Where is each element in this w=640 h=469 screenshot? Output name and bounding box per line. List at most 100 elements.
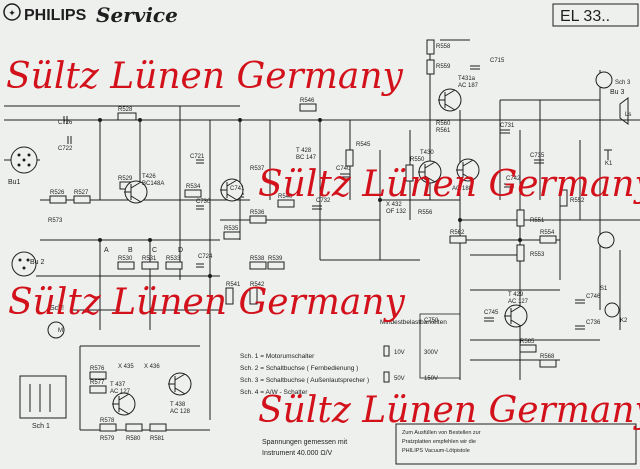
label-t431-type: AC 187 bbox=[458, 83, 479, 89]
label-node-d: D bbox=[178, 247, 183, 254]
label-r536: R536 bbox=[250, 210, 265, 216]
label-r527: R527 bbox=[74, 190, 89, 196]
label-r565: R565 bbox=[520, 339, 535, 345]
label-r539: R539 bbox=[268, 256, 283, 262]
philips-star-icon: ✦ bbox=[8, 8, 16, 18]
capacitor-legend-box bbox=[419, 313, 461, 379]
label-r556: R556 bbox=[418, 210, 433, 216]
label-r579: R579 bbox=[100, 436, 115, 442]
label-r568: R568 bbox=[540, 354, 555, 360]
label-c746: C746 bbox=[586, 294, 601, 300]
label-t426: T426 bbox=[142, 174, 156, 180]
label-r553: R553 bbox=[530, 252, 545, 258]
watermark-bottom: Sültz Lünen Germany bbox=[258, 390, 640, 431]
label-t431: T431a bbox=[458, 76, 476, 82]
label-c722: C722 bbox=[58, 146, 73, 152]
junction-dots bbox=[98, 118, 522, 278]
bu3-socket bbox=[595, 71, 613, 89]
label-t430: T430 bbox=[420, 150, 434, 156]
label-t426-type: BC148A bbox=[142, 181, 164, 187]
mindest-title: Mindestbelastbarkeiten bbox=[380, 319, 447, 326]
label-t429-type: AC 127 bbox=[508, 299, 529, 305]
label-x432-type: OF 132 bbox=[386, 209, 407, 215]
label-r552: R552 bbox=[570, 198, 585, 204]
label-c732: C732 bbox=[316, 198, 331, 204]
label-r528: R528 bbox=[118, 107, 133, 113]
label-sch1: Sch 1 bbox=[32, 423, 50, 430]
label-bu3: Bu 3 bbox=[610, 89, 625, 96]
label-r560: R560 bbox=[436, 121, 451, 127]
label-r531: R531 bbox=[142, 256, 157, 262]
label-r545: R545 bbox=[356, 142, 371, 148]
label-t437-type: AC 127 bbox=[110, 389, 131, 395]
label-node-b: B bbox=[128, 247, 133, 254]
label-r550: R550 bbox=[410, 157, 425, 163]
model-box bbox=[552, 3, 639, 27]
label-t429: T 429 bbox=[508, 292, 524, 298]
bu2-socket bbox=[11, 251, 37, 277]
label-x432: X 432 bbox=[386, 202, 402, 208]
label-r576: R576 bbox=[90, 366, 105, 372]
label-r533: R533 bbox=[166, 256, 181, 262]
label-r540: R540 bbox=[278, 194, 293, 200]
label-r578: R578 bbox=[100, 418, 115, 424]
label-300v: 300V bbox=[424, 350, 438, 356]
label-c742: C742 bbox=[506, 176, 521, 182]
label-c731: C731 bbox=[500, 123, 515, 129]
component-labels: Bu1 Bu 2 Bu 3 Sch 1 Sch! Sch 3 Ls M K1 K… bbox=[8, 44, 631, 442]
label-r526: R526 bbox=[50, 190, 65, 196]
label-bu1: Bu1 bbox=[8, 179, 21, 186]
label-c750: C750 bbox=[424, 318, 439, 324]
resistors bbox=[49, 39, 568, 432]
label-r558: R558 bbox=[436, 44, 451, 50]
note-box bbox=[395, 423, 637, 465]
motor-symbol bbox=[47, 321, 65, 339]
label-node-a: A bbox=[104, 247, 109, 254]
label-r541: R541 bbox=[226, 282, 241, 288]
switch-legend-3: Sch. 3 = Schaltbuchse ( Außenlautspreche… bbox=[240, 377, 369, 384]
label-x436: X 436 bbox=[144, 364, 160, 370]
label-r537: R537 bbox=[250, 166, 265, 172]
label-r538: R538 bbox=[250, 256, 265, 262]
label-m: M bbox=[58, 328, 63, 334]
label-ls: Ls bbox=[625, 112, 631, 118]
label-r562: R562 bbox=[450, 230, 465, 236]
transistors bbox=[112, 88, 528, 416]
label-t428-type: BC 147 bbox=[296, 155, 317, 161]
switch-legend-2: Sch. 2 = Schaltbuchse ( Fernbedienung ) bbox=[240, 365, 358, 372]
label-c736: C736 bbox=[586, 320, 601, 326]
label-k2: K2 bbox=[620, 318, 628, 324]
wiring bbox=[4, 39, 640, 431]
note-line-1: Zum Ausfüllen von Bestellen zur bbox=[402, 430, 481, 436]
label-r535: R535 bbox=[224, 226, 239, 232]
label-r577: R577 bbox=[90, 380, 105, 386]
label-50v: 50V bbox=[394, 376, 405, 382]
label-c740: C740 bbox=[336, 166, 351, 172]
label-node-c: C bbox=[152, 247, 157, 254]
label-s1: S1 bbox=[600, 286, 608, 292]
watermark-top: Sültz Lünen Germany bbox=[6, 56, 404, 97]
label-t438: T 438 bbox=[170, 402, 186, 408]
label-c715: C715 bbox=[490, 58, 505, 64]
note-line-3: PHILIPS Vacuum-Lötpistole bbox=[402, 448, 470, 454]
label-t430-type: AC 188 bbox=[452, 186, 473, 192]
brand-name: PHILIPS bbox=[24, 7, 87, 24]
capacitors bbox=[63, 65, 585, 330]
switch-legend-1: Sch. 1 = Motorumschalter bbox=[240, 353, 315, 360]
label-sch-i: Sch! bbox=[50, 305, 64, 312]
label-t428: T 428 bbox=[296, 148, 312, 154]
label-r573: R573 bbox=[48, 218, 63, 224]
label-r530: R530 bbox=[118, 256, 133, 262]
label-sch3: Sch 3 bbox=[615, 80, 631, 86]
label-r546: R546 bbox=[300, 98, 315, 104]
label-c730: C730 bbox=[196, 199, 211, 205]
label-10v: 10V bbox=[394, 350, 405, 356]
measure-line-1: Spannungen gemessen mit bbox=[262, 439, 347, 446]
sch1-switch-box bbox=[19, 375, 67, 419]
label-r534: R534 bbox=[186, 184, 201, 190]
label-c741: C741 bbox=[230, 186, 245, 192]
label-r542: R542 bbox=[250, 282, 265, 288]
label-150v: 150V bbox=[424, 376, 438, 382]
label-r551: R551 bbox=[530, 218, 545, 224]
